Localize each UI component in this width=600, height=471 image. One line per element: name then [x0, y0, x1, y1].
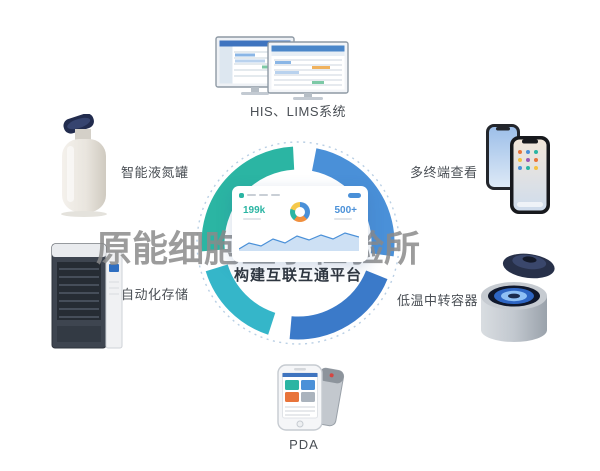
pda-image [258, 364, 350, 439]
label-pda: PDA [289, 437, 319, 452]
dashboard-menu-item [247, 194, 256, 196]
tank-icon [61, 113, 107, 217]
label-transfer-container: 低温中转容器 [397, 293, 479, 308]
area-chart-svg [238, 232, 360, 251]
smartphone-icon [486, 124, 550, 214]
transfer-container-image [474, 246, 560, 353]
dashboard-header-button [348, 192, 361, 198]
dashboard-menu-item [259, 194, 268, 196]
stat-right-value: 500+ [334, 204, 357, 216]
nitrogen-tank-image [52, 113, 116, 223]
ring-arc-deep-blue [289, 270, 388, 340]
stat-right: 500+ [334, 205, 357, 220]
phones-image [484, 122, 552, 221]
label-multi-terminal: 多终端查看 [410, 165, 478, 180]
ring-arc-cyan [205, 264, 276, 335]
pda-icon [277, 364, 345, 431]
monitor-icon [215, 36, 349, 100]
monitors-image [212, 34, 352, 107]
stat-left-value: 199k [243, 204, 266, 216]
dashboard-card: 199k 500+ [232, 186, 368, 262]
dashed-circle [196, 141, 400, 345]
stat-right-label [334, 217, 353, 220]
dashboard-logo-icon [239, 192, 244, 198]
center-title: 构建互联互通平台 [233, 267, 362, 284]
cryo-container-icon [481, 253, 555, 342]
dashboard-stats: 199k 500+ [239, 199, 361, 224]
label-nitrogen-tank: 智能液氮罐 [121, 165, 189, 180]
label-automated-storage: 自动化存储 [121, 287, 189, 302]
area-chart [238, 231, 361, 256]
label-his-lims: HIS、LIMS系统 [249, 104, 346, 119]
dashboard-menu-item [271, 194, 280, 196]
automated-storage-image [50, 238, 124, 359]
donut-chart [289, 202, 310, 222]
dashboard-header [239, 191, 361, 199]
storage-cabinet-icon [51, 243, 123, 349]
stat-left: 199k [243, 205, 265, 220]
stat-left-label [243, 217, 261, 220]
